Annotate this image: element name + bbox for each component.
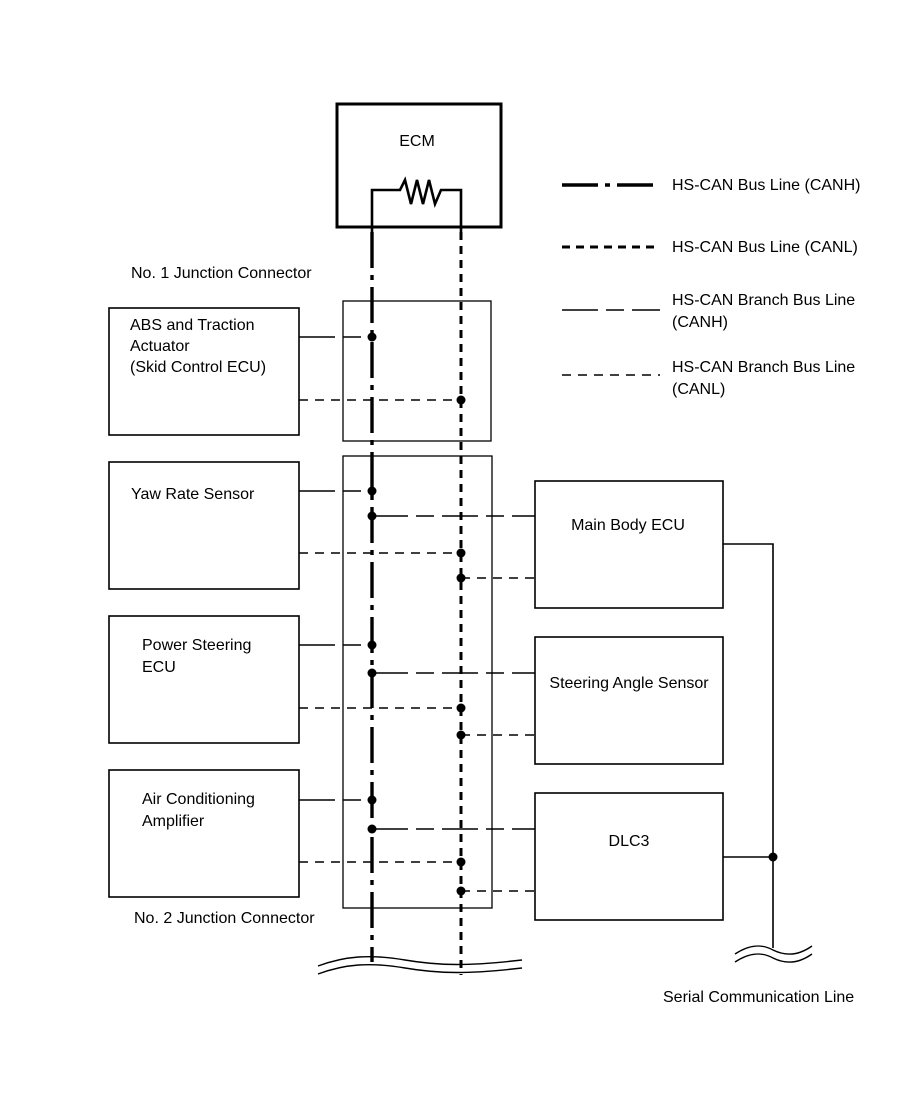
canh-junction-dot <box>367 511 377 521</box>
steering-angle-sensor-label: Steering Angle Sensor <box>549 675 709 692</box>
abs-actuator-label-line2: Actuator <box>130 338 190 355</box>
air-conditioning-amplifier-label-line2: Amplifier <box>142 813 205 830</box>
dlc3-box <box>534 792 724 921</box>
bus-continuation-break-icon <box>317 955 523 975</box>
yaw-rate-sensor-box <box>108 461 300 590</box>
air-conditioning-amplifier-box <box>108 769 300 898</box>
canh-junction-dot <box>367 795 377 805</box>
canl-junction-dot <box>456 573 466 583</box>
legend-canl-bus-label: HS-CAN Bus Line (CANL) <box>672 239 858 256</box>
legend: HS-CAN Bus Line (CANH) HS-CAN Bus Line (… <box>562 177 860 398</box>
serial-junction-dot <box>768 852 778 862</box>
abs-actuator-label-line3: (Skid Control ECU) <box>130 359 266 376</box>
canl-junction-dot <box>456 730 466 740</box>
junction-connector-2-label: No. 2 Junction Connector <box>134 910 315 927</box>
main-body-ecu-box <box>534 480 724 609</box>
ecm-label: ECM <box>399 133 435 150</box>
legend-canl-branch-label-line2: (CANL) <box>672 381 725 398</box>
yaw-rate-sensor-label: Yaw Rate Sensor <box>131 486 255 503</box>
abs-actuator-box <box>108 307 300 436</box>
canl-junction-dot <box>456 703 466 713</box>
power-steering-ecu-label-line1: Power Steering <box>142 637 251 654</box>
abs-actuator-label-line1: ABS and Traction <box>130 317 255 334</box>
ecm-box <box>335 102 503 229</box>
legend-canl-branch-label-line1: HS-CAN Branch Bus Line <box>672 359 855 376</box>
serial-communication-line <box>723 543 774 948</box>
legend-canh-bus-label: HS-CAN Bus Line (CANH) <box>672 177 860 194</box>
canh-junction-dot <box>367 332 377 342</box>
junction-connector-2-box <box>342 455 493 909</box>
canl-junction-dot <box>456 395 466 405</box>
canl-junction-dot <box>456 886 466 896</box>
serial-communication-label: Serial Communication Line <box>663 989 854 1006</box>
serial-line-break-icon <box>734 945 813 963</box>
canh-junction-dot <box>367 668 377 678</box>
dlc3-label: DLC3 <box>609 833 650 850</box>
main-body-ecu-label: Main Body ECU <box>571 517 685 534</box>
canh-junction-dot <box>367 824 377 834</box>
legend-canh-branch-label-line1: HS-CAN Branch Bus Line <box>672 292 855 309</box>
legend-canh-branch-label-line2: (CANH) <box>672 314 728 331</box>
power-steering-ecu-box <box>108 615 300 744</box>
canh-junction-dot <box>367 640 377 650</box>
junction-connector-1-label: No. 1 Junction Connector <box>131 265 312 282</box>
canl-junction-dot <box>456 548 466 558</box>
junction-connector-1-box <box>342 300 492 442</box>
air-conditioning-amplifier-label-line1: Air Conditioning <box>142 791 255 808</box>
canh-junction-dot <box>367 486 377 496</box>
steering-angle-sensor-box <box>534 636 724 765</box>
terminating-resistor-icon <box>370 176 463 232</box>
canl-junction-dot <box>456 857 466 867</box>
power-steering-ecu-label-line2: ECU <box>142 659 176 676</box>
